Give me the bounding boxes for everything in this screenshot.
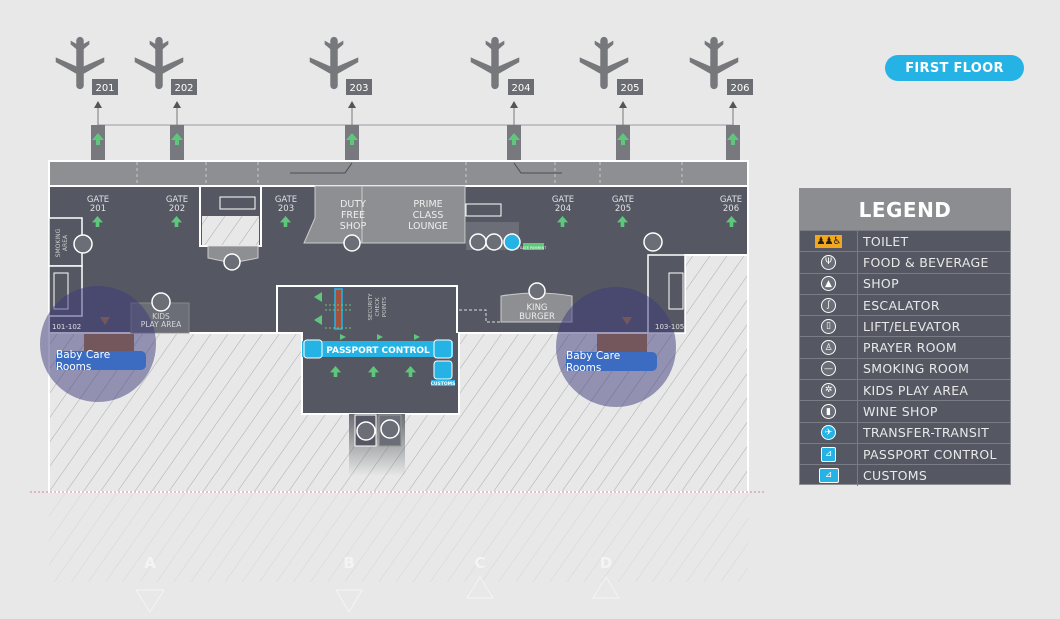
elevator-icon: ▯ (821, 318, 836, 334)
plane-icon: 205 (579, 36, 643, 125)
food-beverage-icon (223, 253, 241, 271)
plane-icon: 206 (689, 36, 753, 125)
baby-care-label[interactable]: Baby Care Rooms (56, 349, 146, 373)
wine-shop-icon: ▮ (821, 404, 836, 420)
svg-text:D: D (600, 554, 612, 572)
legend-title: LEGEND (800, 189, 1010, 230)
customs-icon: ⊿ (818, 467, 839, 483)
legend-item-transfer: ✈TRANSFER-TRANSIT (800, 421, 1010, 443)
transfer-transit-icon: ✈ (821, 425, 836, 441)
food-beverage-icon: Ψ (821, 254, 836, 270)
kids-play-icon: ✲ (821, 382, 836, 398)
plane-gate-label: 201 (95, 83, 114, 94)
plane-icon: 202 (134, 36, 197, 125)
plane-gate-label: 204 (511, 83, 530, 94)
passport-control-bar (302, 341, 453, 357)
exit-labels: A B C D (144, 554, 612, 572)
lower-level-area (49, 492, 748, 582)
escalator-marking (465, 203, 502, 217)
toilet-icon: ♟♟♿ (814, 234, 843, 248)
legend-item-kids: ✲KIDS PLAY AREA (800, 379, 1010, 401)
svg-text:SECURITYCHECKPOINTS: SECURITYCHECKPOINTS (368, 293, 388, 321)
plane-icon: 204 (470, 36, 534, 125)
smoking-area[interactable] (48, 217, 83, 267)
baby-care-label[interactable]: Baby Care Rooms (566, 350, 657, 374)
wine-shop-icon[interactable] (469, 233, 487, 251)
prime-class-lounge[interactable] (361, 185, 466, 244)
prayer-room-icon[interactable] (485, 233, 503, 251)
svg-text:C: C (474, 554, 485, 572)
legend-item-passport: ⊿PASSPORT CONTROL (800, 442, 1010, 465)
escalator-icon: ∫ (821, 297, 836, 313)
direction-arrows (340, 334, 420, 340)
shop-icon (343, 234, 361, 252)
bridge-arrows (92, 133, 739, 145)
food-beverage-icon (528, 282, 546, 300)
escalator-marking (219, 196, 256, 210)
transfer-transit-icon[interactable] (503, 233, 521, 251)
legend-item-escalator: ∫ESCALATOR (800, 293, 1010, 316)
customs-icon (433, 360, 453, 380)
security-scanner (334, 288, 343, 330)
jet-bridges (91, 125, 740, 162)
baby-care-highlight (556, 287, 676, 407)
legend-item-wine: ▮WINE SHOP (800, 400, 1010, 422)
gate-corridor (48, 160, 749, 187)
legend-item-smoking: —SMOKING ROOM (800, 357, 1010, 380)
plane-icon: 203 (309, 36, 372, 125)
duty-free-shop[interactable] (303, 185, 363, 244)
passport-control-icon: ⊿ (821, 446, 836, 462)
planes: 201 202 203 204 205 206 (55, 36, 753, 125)
svg-text:GATE PAYMENT: GATE PAYMENT (520, 246, 547, 250)
legend-item-shop: ▲SHOP (800, 272, 1010, 294)
svg-text:SMOKINGAREA: SMOKINGAREA (55, 228, 69, 257)
food-beverage-icon (643, 232, 663, 252)
plane-gate-label: 202 (174, 83, 193, 94)
exit-arrows (135, 576, 620, 613)
smoking-room-icon (73, 234, 93, 254)
room-number-left: 101-102 (52, 323, 81, 331)
plane-gate-label: 205 (620, 83, 639, 94)
elevator-icon[interactable] (380, 419, 400, 439)
shop-icon: ▲ (821, 276, 836, 292)
escalator-icon[interactable] (356, 421, 376, 441)
plane-gate-label: 203 (349, 83, 368, 94)
kids-play-icon (151, 292, 171, 312)
baby-care-highlight (40, 286, 156, 402)
legend-item-elevator: ▯LIFT/ELEVATOR (800, 315, 1010, 337)
svg-text:A: A (144, 554, 156, 572)
svg-text:CUSTOMS: CUSTOMS (431, 381, 456, 387)
room-number-right: 103-105 (655, 323, 684, 331)
plane-gate-label: 206 (730, 83, 749, 94)
escalator-marking (668, 272, 684, 310)
legend-item-prayer: ♙PRAYER ROOM (800, 336, 1010, 358)
smoking-room-icon: — (821, 361, 836, 377)
passport-control-icon (433, 339, 453, 359)
plane-icon: 201 (55, 36, 118, 125)
legend-item-customs: ⊿CUSTOMS (800, 464, 1010, 486)
legend-item-toilet: ♟♟♿TOILET (800, 230, 1010, 252)
prayer-room-icon: ♙ (821, 340, 836, 356)
passport-control-icon (303, 339, 323, 359)
svg-text:PASSPORT CONTROL: PASSPORT CONTROL (326, 346, 430, 356)
floor-badge[interactable]: FIRST FLOOR (885, 55, 1024, 81)
svg-text:B: B (343, 554, 354, 572)
gate-payment[interactable] (523, 243, 544, 250)
